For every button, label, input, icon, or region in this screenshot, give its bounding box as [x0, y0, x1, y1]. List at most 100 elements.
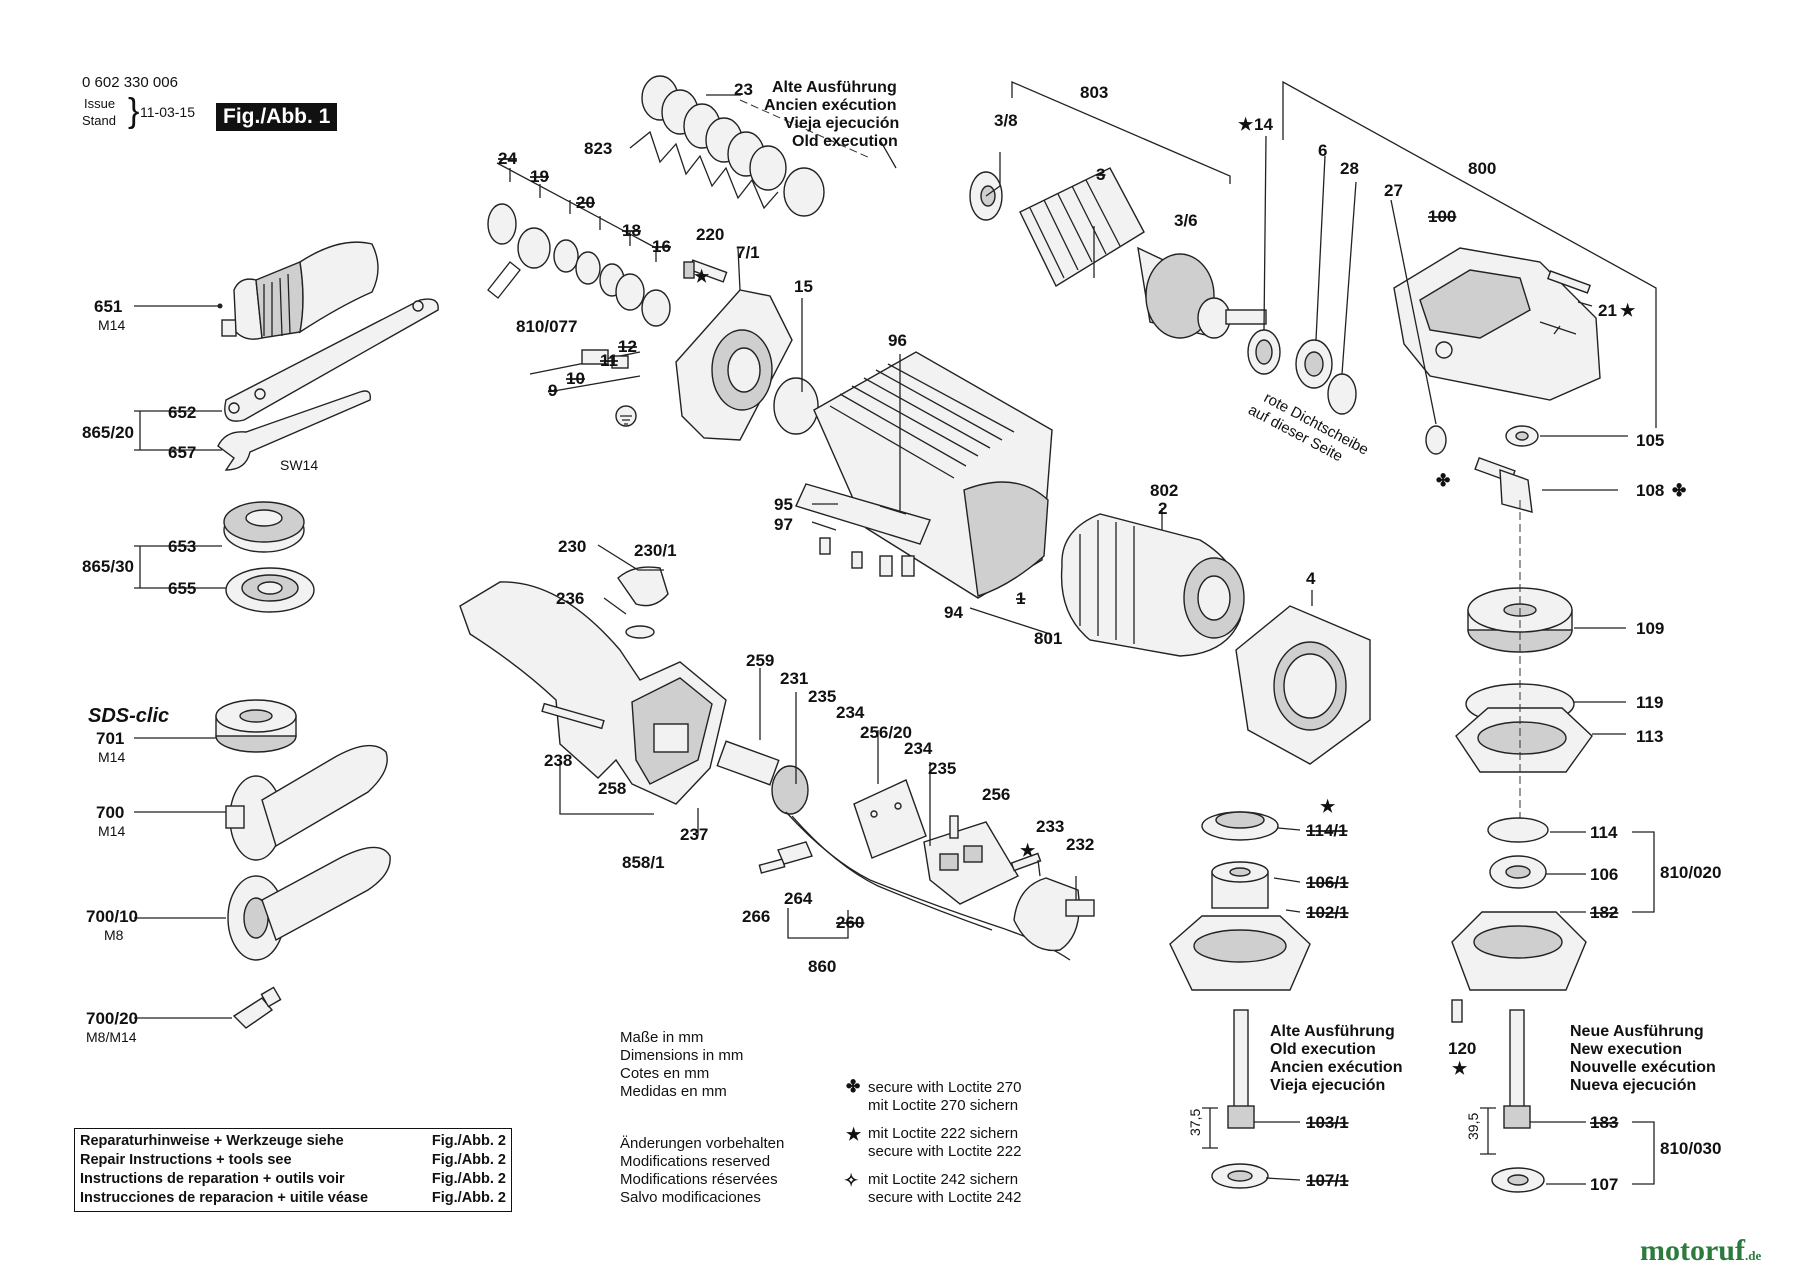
label-107-1: 107/1 — [1306, 1171, 1349, 1190]
label-235b: 235 — [928, 759, 956, 778]
loctite-242-line-1: mit Loctite 242 sichern — [868, 1171, 1018, 1188]
loctite-270-line-1: secure with Loctite 270 — [868, 1079, 1021, 1096]
new-exec-line-2: New execution — [1570, 1041, 1682, 1058]
label-105: 105 — [1636, 431, 1664, 450]
label-860: 860 — [808, 957, 836, 976]
screws-97 — [819, 537, 915, 577]
dimensions-note: Maße in mm Dimensions in mm Cotes en mm … — [620, 1029, 743, 1100]
switch-256 — [923, 815, 1019, 905]
label-103-1: 103/1 — [1306, 1113, 1349, 1132]
watermark-main: motoruf — [1640, 1234, 1745, 1267]
screw-220 — [683, 259, 728, 283]
label-20: 20 — [576, 193, 595, 212]
repair-row-text: Reparaturhinweise + Werkzeuge siehe — [80, 1133, 344, 1149]
label-7-1: 7/1 — [736, 243, 760, 262]
issue-label: Issue — [84, 96, 116, 111]
label-114-1: 114/1 — [1306, 821, 1348, 840]
spindle-new-execution — [1451, 817, 1587, 1193]
sds-clic-logo: SDS-clic — [88, 705, 169, 727]
bearing-105 — [1505, 425, 1539, 447]
spindle-old-execution — [1169, 811, 1311, 1189]
loctite-222-symbol: ★ — [846, 1125, 862, 1144]
dim-note-1: Maße in mm — [620, 1029, 703, 1046]
screw-233 — [1010, 852, 1042, 872]
label-100: 100 — [1428, 207, 1456, 226]
old-exec-bottom-line-1: Alte Ausführung — [1270, 1023, 1395, 1040]
label-256-20: 256/20 — [860, 723, 912, 742]
springs-23 — [629, 75, 825, 217]
label-810-020: 810/020 — [1660, 863, 1721, 882]
label-m14-a: M14 — [98, 317, 125, 333]
loctite-270-line-2: mit Loctite 270 sichern — [868, 1097, 1018, 1114]
label-108: 108 — [1636, 481, 1664, 500]
fan-baffle-4 — [1235, 605, 1371, 765]
label-865-30: 865/30 — [82, 557, 134, 576]
pinion-108 — [1474, 456, 1533, 513]
repair-row-text: Instructions de reparation + outils voir — [80, 1171, 345, 1187]
label-801: 801 — [1034, 629, 1062, 648]
label-234a: 234 — [836, 703, 865, 722]
label-119: 119 — [1636, 693, 1663, 712]
modifications-note: Änderungen vorbehalten Modifications res… — [620, 1135, 784, 1206]
brush-holder-810-077 — [529, 349, 641, 427]
loctite-270-symbol: ✤ — [846, 1077, 860, 1096]
label-220: 220 — [696, 225, 724, 244]
spanner-652 — [224, 298, 439, 422]
mod-note-3: Modifications réservées — [620, 1171, 778, 1188]
repair-row-text: Repair Instructions + tools see — [80, 1152, 292, 1168]
label-655: 655 — [168, 579, 196, 598]
label-802: 802 — [1150, 481, 1178, 500]
label-10: 10 — [566, 369, 585, 388]
label-238: 238 — [544, 751, 572, 770]
wrench-657 — [217, 390, 371, 471]
old-execution-top-note: Alte Ausführung Ancien exécution Vieja e… — [764, 79, 899, 150]
star-233: ★ — [1020, 841, 1036, 860]
label-95: 95 — [774, 495, 793, 514]
label-652: 652 — [168, 403, 196, 422]
star-120: ★ — [1452, 1059, 1468, 1078]
label-235a: 235 — [808, 687, 836, 706]
new-exec-line-1: Neue Ausführung — [1570, 1023, 1704, 1040]
repair-row: Instrucciones de reparacion + uitile véa… — [80, 1189, 506, 1208]
figure-badge: Fig./Abb. 1 — [216, 103, 338, 131]
part-number: 0 602 330 006 — [82, 74, 178, 91]
watermark-logo: motoruf.de — [1640, 1234, 1761, 1268]
leader-lines — [559, 80, 1657, 1185]
watermark-suffix: .de — [1744, 1248, 1762, 1263]
label-233: 233 — [1036, 817, 1064, 836]
stator-housing-96 — [813, 351, 1053, 599]
loctite-222-line-2: secure with Loctite 222 — [868, 1143, 1021, 1160]
label-m8-m14: M8/M14 — [86, 1029, 137, 1045]
field-coil-802 — [1060, 513, 1245, 657]
label-700-20: 700/20 — [86, 1009, 138, 1028]
star-220: ★ — [694, 267, 710, 286]
repair-row: Repair Instructions + tools see Fig./Abb… — [80, 1151, 506, 1170]
clamp-264 — [777, 841, 813, 865]
handle-700 — [225, 744, 388, 861]
label-3-8: 3/8 — [994, 111, 1018, 130]
label-865-20: 865/20 — [82, 423, 134, 442]
label-701: 701 — [96, 729, 124, 748]
label-14: 14 — [1254, 115, 1273, 134]
dim-note-4: Medidas en mm — [620, 1083, 727, 1100]
label-651: 651 — [94, 297, 122, 316]
label-182: 182 — [1590, 903, 1618, 922]
label-15: 15 — [794, 277, 813, 296]
issue-date: 11-03-15 — [140, 104, 196, 120]
label-m14-c: M14 — [98, 823, 125, 839]
repair-row-ref: Fig./Abb. 2 — [431, 1133, 506, 1149]
label-259: 259 — [746, 651, 774, 670]
label-256: 256 — [982, 785, 1010, 804]
loctite-242-symbol: ✧ — [844, 1171, 858, 1190]
new-exec-line-4: Nueva ejecución — [1570, 1077, 1696, 1094]
star-14: ★ — [1238, 115, 1254, 134]
label-11: 11 — [600, 351, 618, 370]
suppressor-232 — [1013, 877, 1095, 952]
old-exec-bottom-line-3: Ancien exécution — [1270, 1059, 1402, 1076]
label-3-6: 3/6 — [1174, 211, 1198, 230]
label-700: 700 — [96, 803, 124, 822]
mod-note-1: Änderungen vorbehalten — [620, 1135, 784, 1152]
clamping-nut-655 — [225, 567, 315, 613]
washer-27 — [1425, 425, 1447, 455]
